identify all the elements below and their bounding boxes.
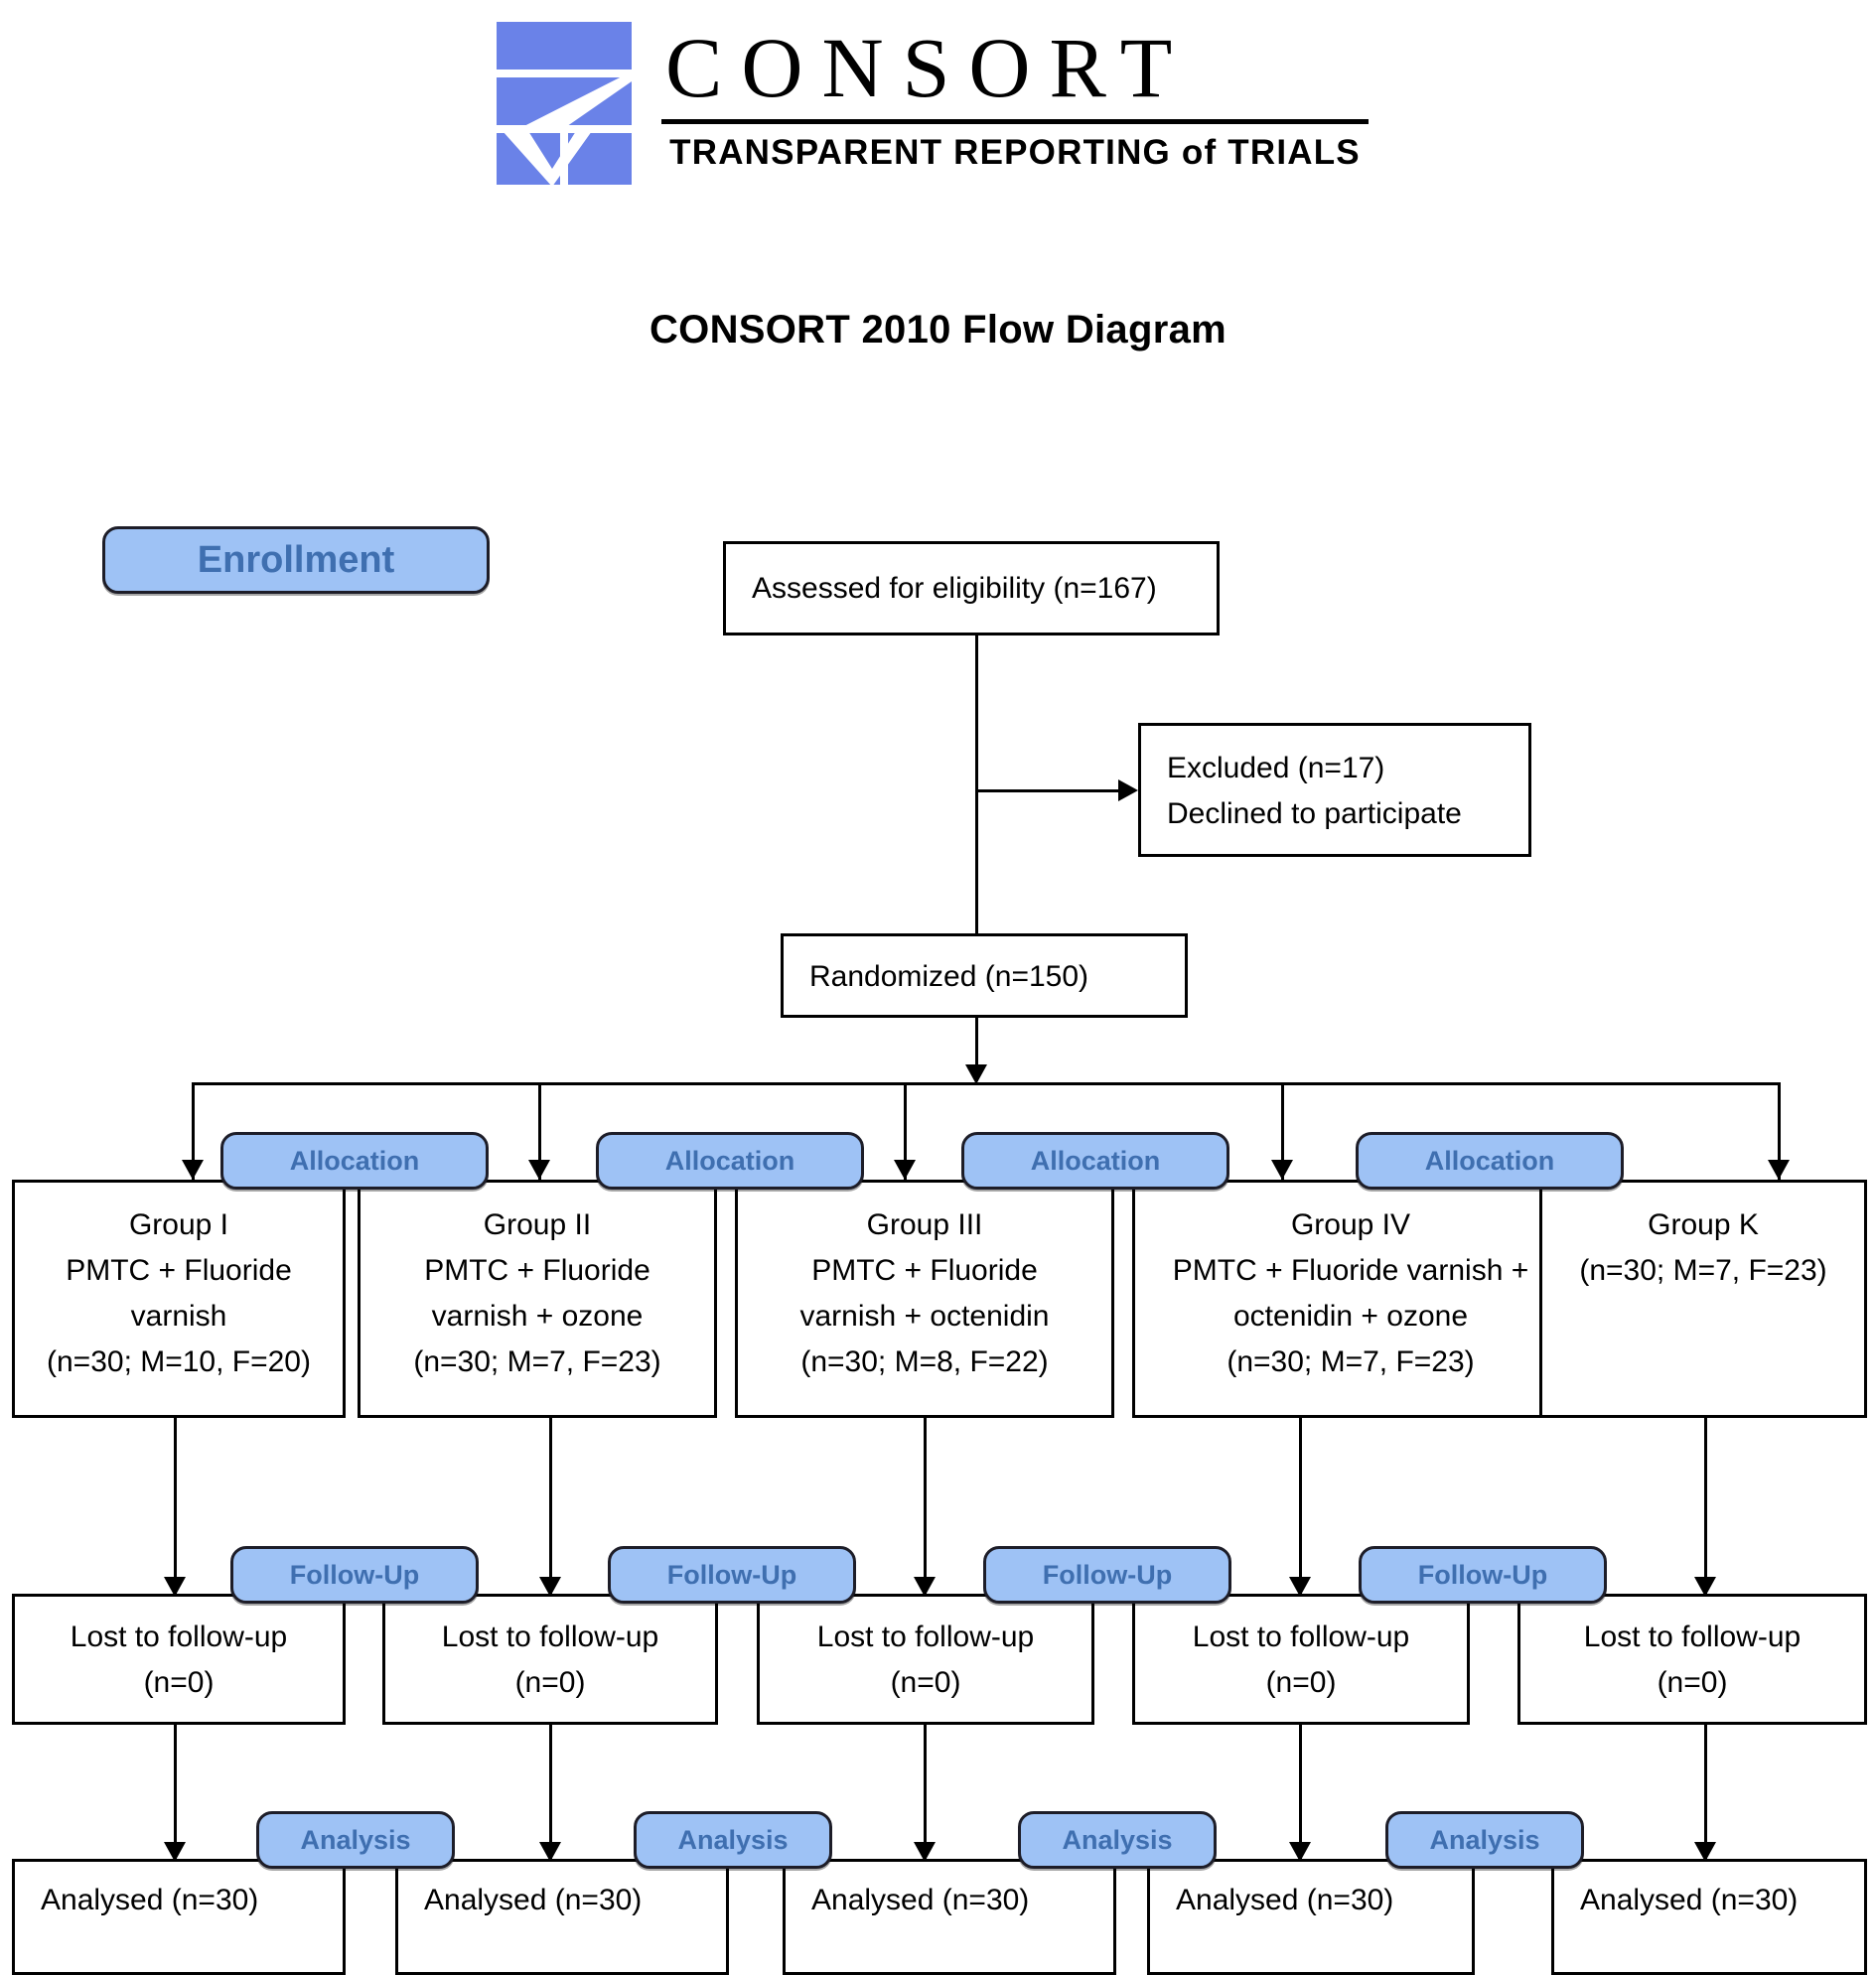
connector-lost2-to-analysed2 bbox=[549, 1725, 552, 1864]
stage-badge-analysis-1[interactable]: Analysis bbox=[256, 1811, 455, 1869]
arrow-down-group-k-icon bbox=[1768, 1160, 1790, 1180]
node-assessed-for-eligibility: Assessed for eligibility (n=167) bbox=[723, 541, 1220, 635]
lost-followup-k-text: Lost to follow-up (n=0) bbox=[1583, 1621, 1802, 1699]
drop-line-group-k bbox=[1778, 1082, 1781, 1180]
node-allocation-group-3: Group III PMTC + Fluoride varnish + octe… bbox=[735, 1180, 1114, 1418]
arrow-lost3-to-analysed3-icon bbox=[914, 1842, 936, 1862]
stage-badge-followup-4[interactable]: Follow-Up bbox=[1359, 1546, 1607, 1604]
arrow-down-group-4-icon bbox=[1271, 1160, 1293, 1180]
allocation-group-k-text: Group K (n=30; M=7, F=23) bbox=[1579, 1208, 1827, 1287]
drop-line-group-4 bbox=[1281, 1082, 1284, 1180]
connector-lost3-to-analysed3 bbox=[924, 1725, 927, 1864]
stage-badge-allocation-3[interactable]: Allocation bbox=[961, 1132, 1229, 1190]
connector-alloc2-to-lost2 bbox=[549, 1418, 552, 1597]
connector-alloc1-to-lost1 bbox=[174, 1418, 177, 1597]
arrow-alloc4-to-lost4-icon bbox=[1289, 1577, 1311, 1597]
stage-badge-allocation-1[interactable]: Allocation bbox=[220, 1132, 489, 1190]
node-allocation-group-2: Group II PMTC + Fluoride varnish + ozone… bbox=[358, 1180, 717, 1418]
node-allocation-group-4: Group IV PMTC + Fluoride varnish + octen… bbox=[1132, 1180, 1569, 1418]
arrow-allock-to-lostk-icon bbox=[1694, 1577, 1716, 1597]
lost-followup-1-text: Lost to follow-up (n=0) bbox=[70, 1621, 288, 1699]
arrow-down-group-2-icon bbox=[528, 1160, 550, 1180]
connector-lost4-to-analysed4 bbox=[1299, 1725, 1302, 1864]
arrow-lost1-to-analysed1-icon bbox=[164, 1842, 186, 1862]
consort-tagline: TRANSPARENT REPORTING of TRIALS bbox=[669, 133, 1361, 172]
stage-badge-followup-1[interactable]: Follow-Up bbox=[230, 1546, 479, 1604]
stage-badge-analysis-4[interactable]: Analysis bbox=[1385, 1811, 1584, 1869]
node-lost-followup-group-3: Lost to follow-up (n=0) bbox=[757, 1594, 1094, 1725]
allocation-group-3-text: Group III PMTC + Fluoride varnish + octe… bbox=[799, 1208, 1050, 1378]
node-excluded: Excluded (n=17) Declined to participate bbox=[1138, 723, 1531, 857]
arrow-to-excluded-icon bbox=[1118, 779, 1138, 801]
connector-randomized-down bbox=[975, 1018, 978, 1081]
arrow-alloc2-to-lost2-icon bbox=[539, 1577, 561, 1597]
consort-logo: CONSORT TRANSPARENT REPORTING of TRIALS bbox=[495, 14, 1378, 191]
connector-alloc3-to-lost3 bbox=[924, 1418, 927, 1597]
stage-badge-allocation-2[interactable]: Allocation bbox=[596, 1132, 864, 1190]
arrow-alloc3-to-lost3-icon bbox=[914, 1577, 936, 1597]
stage-badge-followup-2[interactable]: Follow-Up bbox=[608, 1546, 856, 1604]
allocation-group-4-text: Group IV PMTC + Fluoride varnish + octen… bbox=[1172, 1208, 1529, 1378]
stage-badge-analysis-2[interactable]: Analysis bbox=[634, 1811, 832, 1869]
lost-followup-2-text: Lost to follow-up (n=0) bbox=[441, 1621, 659, 1699]
connector-assessed-to-excluded bbox=[975, 789, 1124, 792]
node-analysed-group-4: Analysed (n=30) bbox=[1147, 1859, 1475, 1975]
lost-followup-3-text: Lost to follow-up (n=0) bbox=[816, 1621, 1035, 1699]
node-analysed-group-3: Analysed (n=30) bbox=[783, 1859, 1116, 1975]
allocation-group-2-text: Group II PMTC + Fluoride varnish + ozone… bbox=[413, 1208, 661, 1378]
drop-line-group-2 bbox=[538, 1082, 541, 1180]
arrow-lostk-to-analysedk-icon bbox=[1694, 1842, 1716, 1862]
node-analysed-group-2: Analysed (n=30) bbox=[395, 1859, 729, 1975]
arrow-alloc1-to-lost1-icon bbox=[164, 1577, 186, 1597]
arrow-down-group-1-icon bbox=[182, 1160, 204, 1180]
arrow-down-group-3-icon bbox=[894, 1160, 916, 1180]
connector-allock-to-lostk bbox=[1704, 1418, 1707, 1597]
allocation-group-1-text: Group I PMTC + Fluoride varnish (n=30; M… bbox=[47, 1208, 311, 1378]
node-lost-followup-group-4: Lost to follow-up (n=0) bbox=[1132, 1594, 1470, 1725]
arrow-randomized-bus-icon bbox=[965, 1064, 987, 1084]
consort-logo-rule bbox=[661, 119, 1369, 124]
consort-wordmark: CONSORT bbox=[665, 20, 1192, 115]
assessed-text: Assessed for eligibility (n=167) bbox=[752, 572, 1157, 605]
drop-line-group-1 bbox=[192, 1082, 195, 1180]
connector-alloc4-to-lost4 bbox=[1299, 1418, 1302, 1597]
node-analysed-group-k: Analysed (n=30) bbox=[1551, 1859, 1867, 1975]
node-lost-followup-group-2: Lost to follow-up (n=0) bbox=[382, 1594, 718, 1725]
analysed-2-text: Analysed (n=30) bbox=[424, 1884, 643, 1916]
analysed-4-text: Analysed (n=30) bbox=[1176, 1884, 1394, 1916]
connector-assessed-to-randomized bbox=[975, 635, 978, 963]
randomized-text: Randomized (n=150) bbox=[809, 960, 1089, 993]
connector-lostk-to-analysedk bbox=[1704, 1725, 1707, 1864]
node-allocation-group-1: Group I PMTC + Fluoride varnish (n=30; M… bbox=[12, 1180, 346, 1418]
node-allocation-group-k: Group K (n=30; M=7, F=23) bbox=[1539, 1180, 1867, 1418]
analysed-k-text: Analysed (n=30) bbox=[1580, 1884, 1799, 1916]
drop-line-group-3 bbox=[904, 1082, 907, 1180]
lost-followup-4-text: Lost to follow-up (n=0) bbox=[1192, 1621, 1410, 1699]
analysed-3-text: Analysed (n=30) bbox=[811, 1884, 1030, 1916]
page-title: CONSORT 2010 Flow Diagram bbox=[649, 308, 1227, 352]
stage-badge-enrollment[interactable]: Enrollment bbox=[102, 526, 490, 594]
stage-badge-analysis-3[interactable]: Analysis bbox=[1018, 1811, 1217, 1869]
analysed-1-text: Analysed (n=30) bbox=[41, 1884, 259, 1916]
arrow-lost4-to-analysed4-icon bbox=[1289, 1842, 1311, 1862]
node-analysed-group-1: Analysed (n=30) bbox=[12, 1859, 346, 1975]
connector-lost1-to-analysed1 bbox=[174, 1725, 177, 1864]
node-randomized: Randomized (n=150) bbox=[781, 933, 1188, 1018]
node-lost-followup-group-k: Lost to follow-up (n=0) bbox=[1517, 1594, 1867, 1725]
arrow-lost2-to-analysed2-icon bbox=[539, 1842, 561, 1862]
node-lost-followup-group-1: Lost to follow-up (n=0) bbox=[12, 1594, 346, 1725]
consort-logo-text: CONSORT TRANSPARENT REPORTING of TRIALS bbox=[661, 14, 1376, 191]
excluded-text: Excluded (n=17) Declined to participate bbox=[1167, 752, 1462, 830]
consort-checkmark-logo-icon bbox=[497, 22, 632, 187]
stage-badge-followup-3[interactable]: Follow-Up bbox=[983, 1546, 1231, 1604]
stage-badge-allocation-4[interactable]: Allocation bbox=[1356, 1132, 1624, 1190]
